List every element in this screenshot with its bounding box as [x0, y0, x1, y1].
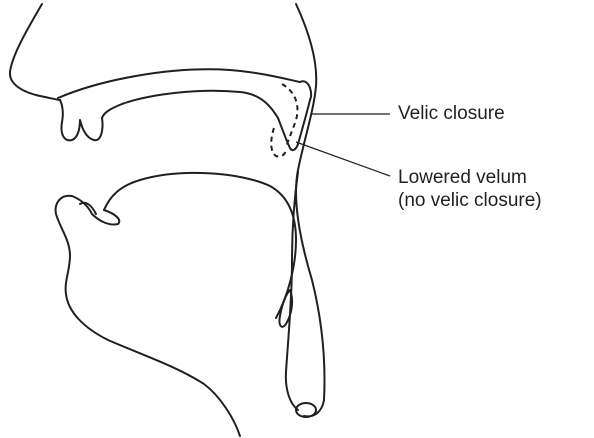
- pharyngeal-wall: [296, 4, 325, 416]
- lowered-velum-leader: [296, 142, 390, 176]
- lower-lip-and-chin: [56, 196, 240, 436]
- lowered-velum-label-line2: (no velic closure): [398, 189, 542, 212]
- velic-closure-label: Velic closure: [398, 102, 505, 125]
- lowered-velum-dashed: [282, 84, 297, 148]
- nose-profile: [10, 4, 60, 100]
- tongue: [104, 173, 296, 318]
- nasal-cavity-roof: [58, 69, 300, 98]
- lowered-velum-label: Lowered velum (no velic closure): [398, 166, 542, 212]
- nasopharynx: [300, 81, 311, 100]
- upper-lip-and-palate: [60, 91, 278, 141]
- lowered-velum-label-line1: Lowered velum: [398, 166, 542, 189]
